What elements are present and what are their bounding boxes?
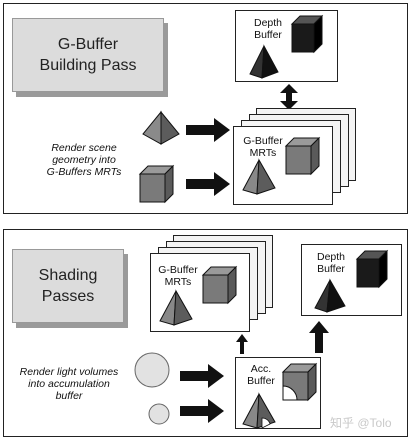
depth-pyramid-icon xyxy=(249,44,279,79)
gbuffer-mrts-label-top: G-Buffer MRTs xyxy=(243,135,283,159)
gbuffer-pyramid-icon-bottom xyxy=(159,289,193,326)
render-light-note: Render light volumes into accumulation b… xyxy=(19,366,119,402)
light-volume-small-icon xyxy=(148,403,170,425)
render-scene-note: Render scene geometry into G-Buffers MRT… xyxy=(46,142,122,178)
watermark-text: 知乎 @Tolo xyxy=(330,416,392,430)
depth-cube-icon-bottom xyxy=(355,249,389,289)
double-vertical-arrow xyxy=(280,84,298,110)
acc-buffer-label: Acc. Buffer xyxy=(247,363,275,387)
gbuffer-pass-title: G-Buffer Building Pass xyxy=(39,36,137,74)
shading-title: Shading Passes xyxy=(38,267,98,305)
arrow-right-icon xyxy=(186,118,230,142)
input-pyramid-icon xyxy=(142,110,180,145)
arrow-right-icon xyxy=(180,364,224,388)
arrow-right-icon xyxy=(186,172,230,196)
shading-title-box: Shading Passes xyxy=(12,249,124,323)
gbuffer-pyramid-icon-top xyxy=(242,158,276,195)
input-cube-icon xyxy=(138,164,175,204)
gbuffer-pass-title-box: G-Buffer Building Pass xyxy=(12,18,164,92)
arrow-right-icon xyxy=(180,399,224,423)
gbuffer-cube-icon-bottom xyxy=(201,265,238,305)
gbuffer-mrts-label-bottom: G-Buffer MRTs xyxy=(158,264,198,288)
depth-pyramid-icon-bottom xyxy=(314,278,346,313)
light-volume-large-icon xyxy=(134,352,170,388)
arrow-up-icon xyxy=(236,334,248,354)
depth-buffer-label-top: Depth Buffer xyxy=(253,17,283,41)
acc-cube-icon xyxy=(281,362,318,402)
acc-pyramid-icon xyxy=(242,392,276,429)
depth-buffer-label-bottom: Depth Buffer xyxy=(316,251,346,275)
arrow-up-icon xyxy=(309,321,329,353)
gbuffer-cube-icon-top xyxy=(284,136,321,176)
depth-cube-icon xyxy=(290,14,324,54)
